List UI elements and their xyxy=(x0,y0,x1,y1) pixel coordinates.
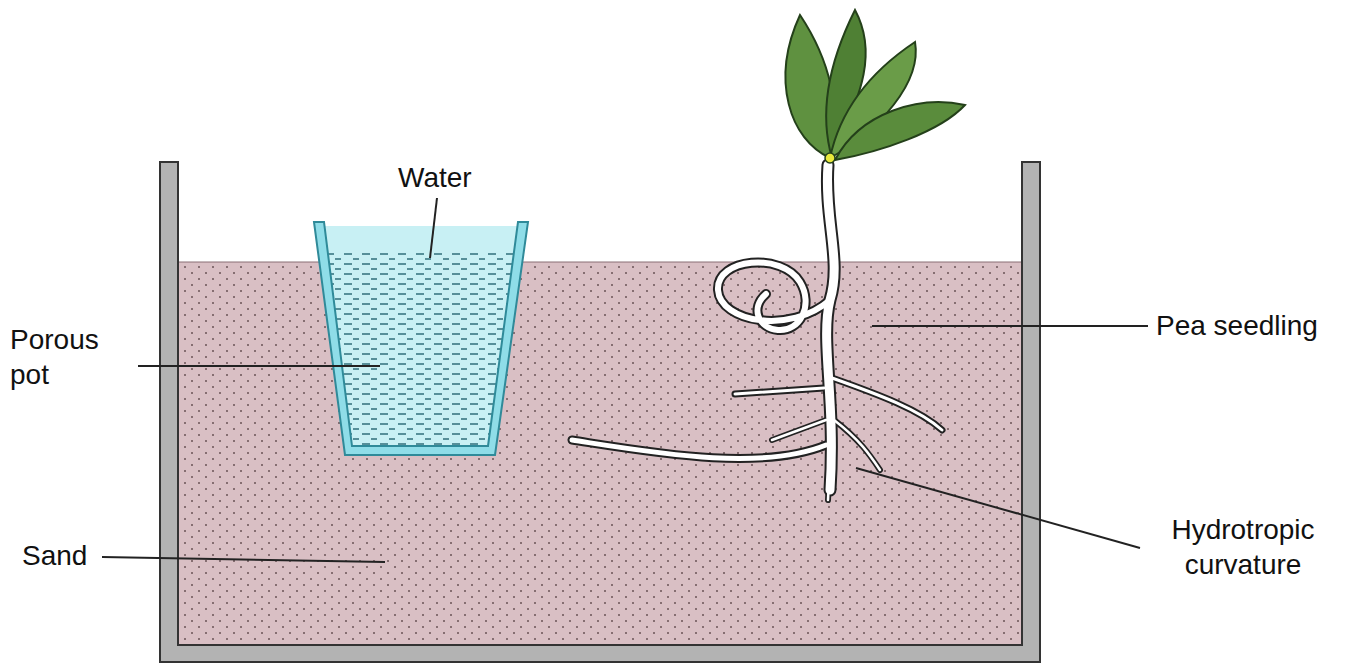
water-fill xyxy=(322,226,518,448)
sand-fill xyxy=(178,262,1022,645)
porous-pot xyxy=(314,222,528,455)
sand-texture xyxy=(178,262,1022,645)
seedling-outline xyxy=(572,165,942,500)
leaf xyxy=(835,102,965,160)
container-wall xyxy=(160,162,1040,662)
sand-surface xyxy=(178,262,1022,263)
pea-seedling-label: Pea seedling xyxy=(1156,308,1318,343)
water-texture xyxy=(325,250,515,448)
hydrotropic-curvature-label: Hydrotropic curvature xyxy=(1148,512,1338,582)
water-label: Water xyxy=(398,160,472,195)
leader-lines xyxy=(102,198,1148,562)
sand-label: Sand xyxy=(22,538,87,573)
plumule xyxy=(825,153,835,163)
seedling-body xyxy=(572,165,942,500)
porous-pot-label: Porous pot xyxy=(10,322,132,392)
